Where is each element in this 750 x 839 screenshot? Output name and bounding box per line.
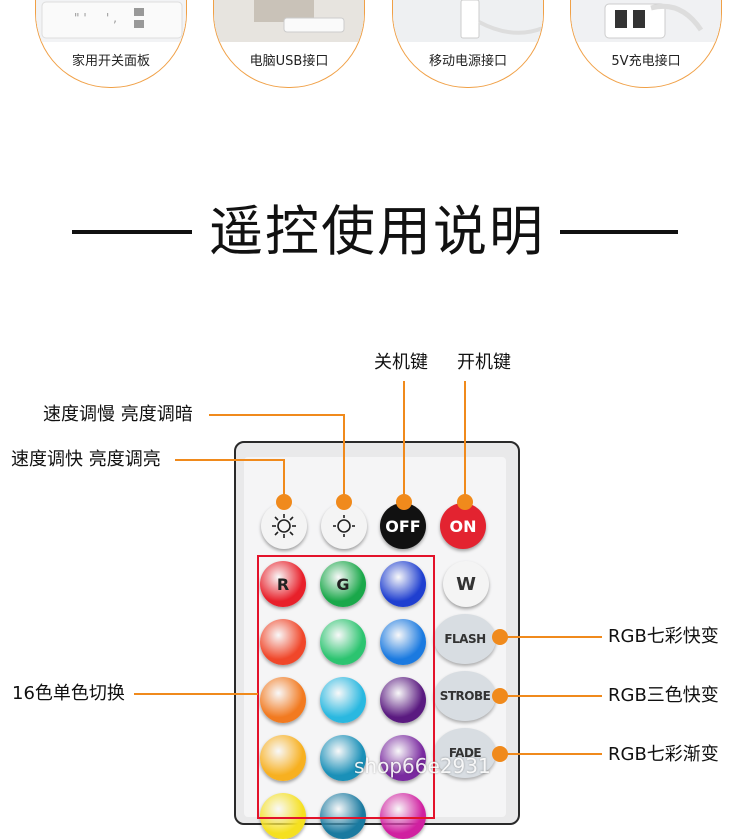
usage-tile-label: 电脑USB接口 (249, 54, 329, 69)
usage-tile-label: 移动电源接口 (428, 54, 507, 69)
color-button[interactable] (320, 619, 366, 665)
callout-line (504, 636, 602, 638)
fade-button-label: FADE (448, 746, 482, 760)
flash-button[interactable]: FLASH (434, 614, 496, 664)
callout-dot (492, 629, 508, 645)
strobe-button-label: STROBE (439, 689, 491, 703)
callout-dot (336, 494, 352, 510)
watermark: shop66e2931 (354, 754, 491, 778)
callout-line (403, 381, 405, 501)
white-button-label: W (456, 573, 476, 595)
usage-tile-wall-switch: " ' ' , 家用开关面板 (35, 0, 187, 88)
color-button[interactable] (320, 735, 366, 781)
power-bank-icon (393, 0, 543, 42)
callout-dot (492, 688, 508, 704)
svg-text:' ,: ' , (106, 11, 117, 25)
fast-bright-label: 速度调快 亮度调亮 (11, 449, 161, 470)
color-button[interactable] (380, 677, 426, 723)
color-button[interactable] (260, 619, 306, 665)
flash-label: RGB七彩快变 (608, 626, 719, 647)
callout-dot (276, 494, 292, 510)
usage-tile-5v-charger: 5V充电接口 (570, 0, 722, 88)
sun-up-icon (272, 514, 296, 538)
pc-usb-photo (214, 0, 364, 42)
usage-tile-label: 家用开关面板 (71, 54, 150, 69)
green-button[interactable]: G (320, 561, 366, 607)
wall-socket-icon: " ' ' , (36, 0, 186, 42)
section-heading: 遥控使用说明 (0, 198, 750, 268)
color-button[interactable] (260, 677, 306, 723)
usage-tile-label: 5V充电接口 (611, 54, 681, 69)
off-key-label: 关机键 (374, 352, 428, 373)
colors16-label: 16色单色切换 (12, 683, 125, 704)
strobe-button[interactable]: STROBE (434, 671, 496, 721)
off-button[interactable]: OFF (380, 503, 426, 549)
charger-icon (571, 0, 721, 42)
callout-line (464, 381, 466, 501)
callout-dot (396, 494, 412, 510)
off-button-label: OFF (385, 516, 421, 536)
charger-photo (571, 0, 721, 42)
color-button[interactable] (380, 619, 426, 665)
heading-rule-right (560, 230, 678, 234)
callout-line (283, 459, 285, 502)
callout-line (504, 695, 602, 697)
flash-button-label: FLASH (444, 632, 486, 646)
fade-label: RGB七彩渐变 (608, 744, 719, 765)
white-button[interactable]: W (443, 561, 489, 607)
sun-down-icon (333, 515, 355, 537)
callout-line (134, 693, 258, 695)
heading-rule-left (72, 230, 192, 234)
brightness-down-button[interactable] (321, 503, 367, 549)
strobe-label: RGB三色快变 (608, 685, 719, 706)
blue-button[interactable] (380, 561, 426, 607)
color-button[interactable] (380, 735, 426, 781)
on-button-label: ON (449, 516, 477, 536)
color-button[interactable] (320, 677, 366, 723)
callout-line (343, 414, 345, 502)
usage-tile-pc-usb: 电脑USB接口 (213, 0, 365, 88)
power-bank-photo (393, 0, 543, 42)
callout-dot (492, 746, 508, 762)
usb-plug-icon (214, 0, 364, 42)
callout-dot (457, 494, 473, 510)
on-key-label: 开机键 (457, 352, 511, 373)
brightness-up-button[interactable] (261, 503, 307, 549)
color-button[interactable] (260, 735, 306, 781)
color-selection-highlight (257, 555, 435, 819)
callout-line (504, 753, 602, 755)
svg-text:" ': " ' (74, 11, 87, 25)
on-button[interactable]: ON (440, 503, 486, 549)
callout-line (209, 414, 345, 416)
section-title: 遥控使用说明 (209, 200, 545, 263)
usage-tile-power-bank: 移动电源接口 (392, 0, 544, 88)
red-button[interactable]: R (260, 561, 306, 607)
slow-dim-label: 速度调慢 亮度调暗 (43, 404, 193, 425)
callout-line (175, 459, 285, 461)
wall-switch-photo: " ' ' , (36, 0, 186, 42)
fade-button[interactable]: FADE (434, 728, 496, 778)
